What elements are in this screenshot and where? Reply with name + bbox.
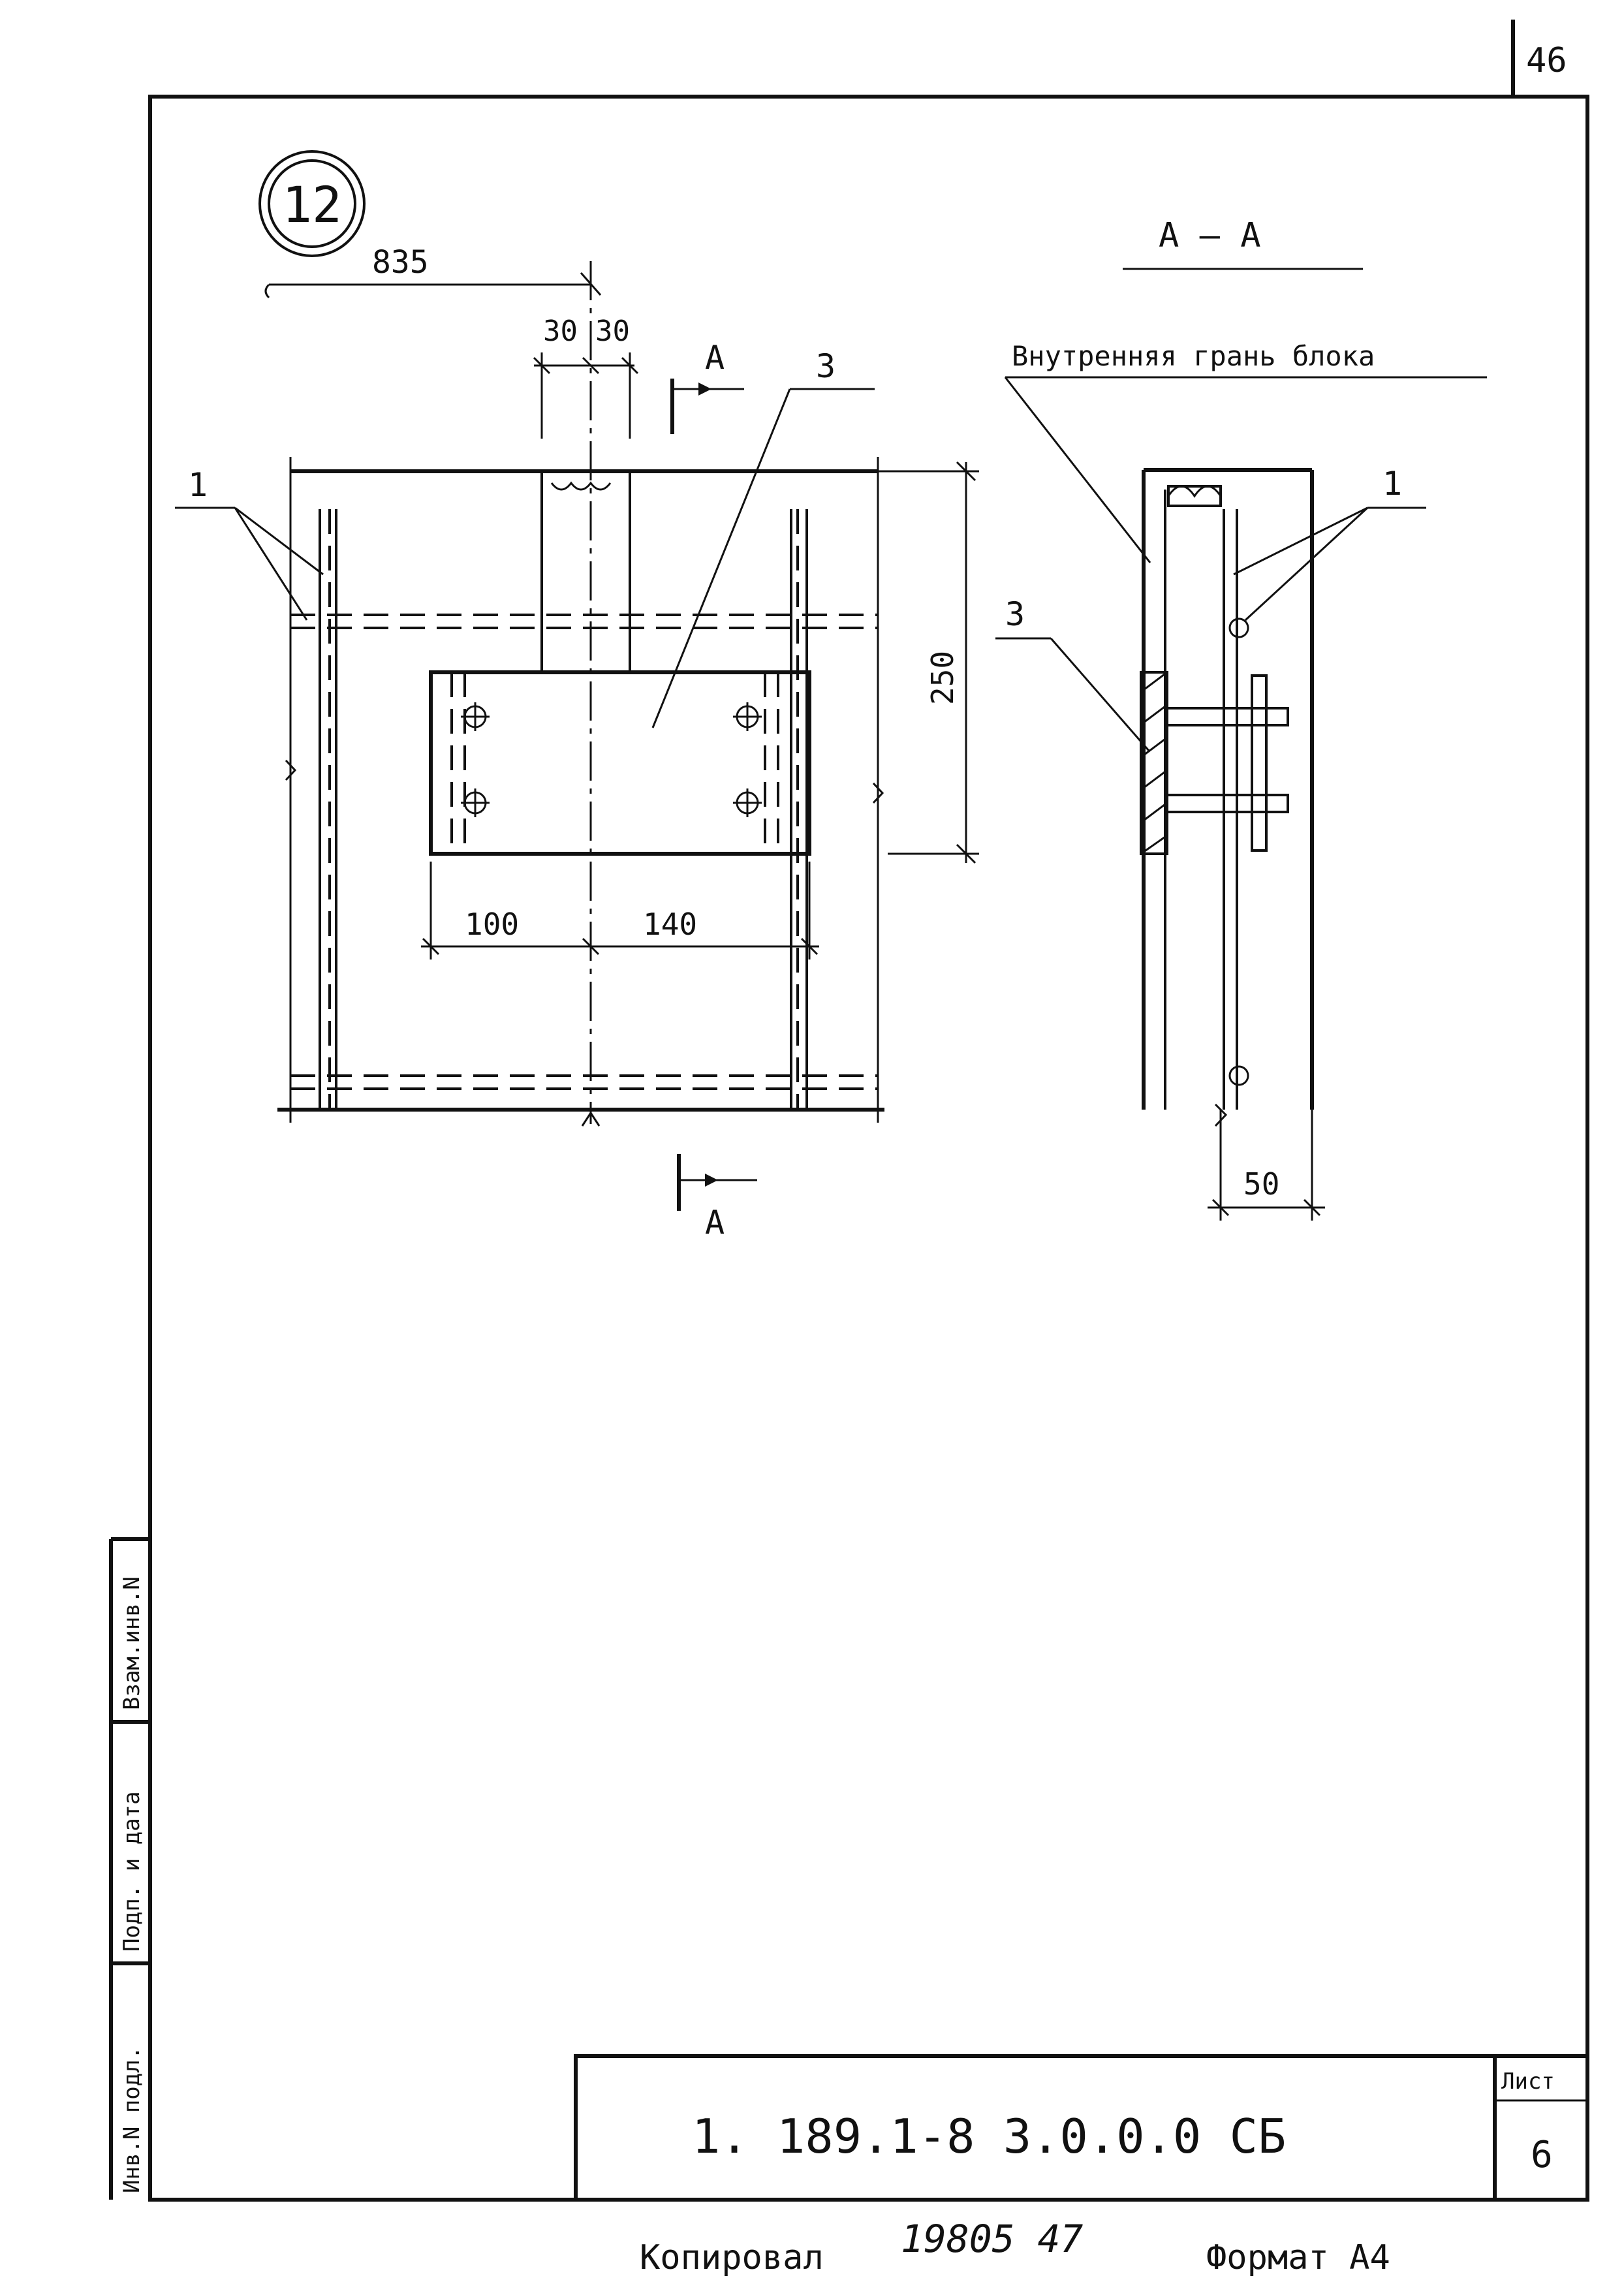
- section-label: А — А: [1159, 216, 1261, 255]
- sheet-number-top: 46: [1526, 41, 1567, 80]
- side-stamp: Взам.инв.N Подп. и дата Инв.N подл.: [109, 1537, 150, 2200]
- dim-250: 250: [925, 651, 960, 705]
- sheet-value: 6: [1531, 2134, 1553, 2176]
- stamp-inv-orig: Инв.N подл.: [119, 2046, 145, 2193]
- detail-number: 12: [282, 176, 342, 234]
- cut-mark-top: А: [705, 339, 725, 377]
- dim-30-right: 30: [595, 315, 630, 348]
- pos3-plan: 3: [816, 347, 835, 385]
- dim-100: 100: [465, 907, 519, 942]
- pos1-left: 1: [188, 466, 208, 504]
- footer: Копировал 19805 47 Формат А4: [640, 2217, 1390, 2277]
- copied-value: 19805 47: [901, 2217, 1083, 2261]
- stamp-sign-date: Подп. и дата: [119, 1791, 145, 1952]
- title-block: 1. 189.1-8 3.0.0.0 СБ Лист 6: [574, 2054, 1589, 2202]
- title-designation: 1. 189.1-8 3.0.0.0 СБ: [692, 2109, 1286, 2164]
- stamp-vzam-inv: Взам.инв.N: [119, 1576, 145, 1710]
- section-view: А — А Внутренняя грань блока: [995, 216, 1487, 1221]
- copied-label: Копировал: [640, 2238, 824, 2277]
- inner-face-label: Внутренняя грань блока: [1012, 340, 1375, 372]
- pos3-section: 3: [1005, 595, 1025, 633]
- format-label: Формат А4: [1206, 2238, 1390, 2277]
- sheet-label: Лист: [1501, 2068, 1555, 2095]
- dim-30-left: 30: [543, 315, 578, 348]
- dim-835: 835: [372, 244, 429, 281]
- sheet-frame: [148, 95, 1589, 2202]
- pos1-right: 1: [1382, 465, 1402, 503]
- plan-view: 835 30 30: [175, 244, 979, 1241]
- dim-50: 50: [1243, 1166, 1279, 1202]
- dim-140: 140: [643, 907, 697, 942]
- detail-callout: 12: [258, 150, 366, 257]
- cut-mark-bottom: А: [705, 1204, 725, 1241]
